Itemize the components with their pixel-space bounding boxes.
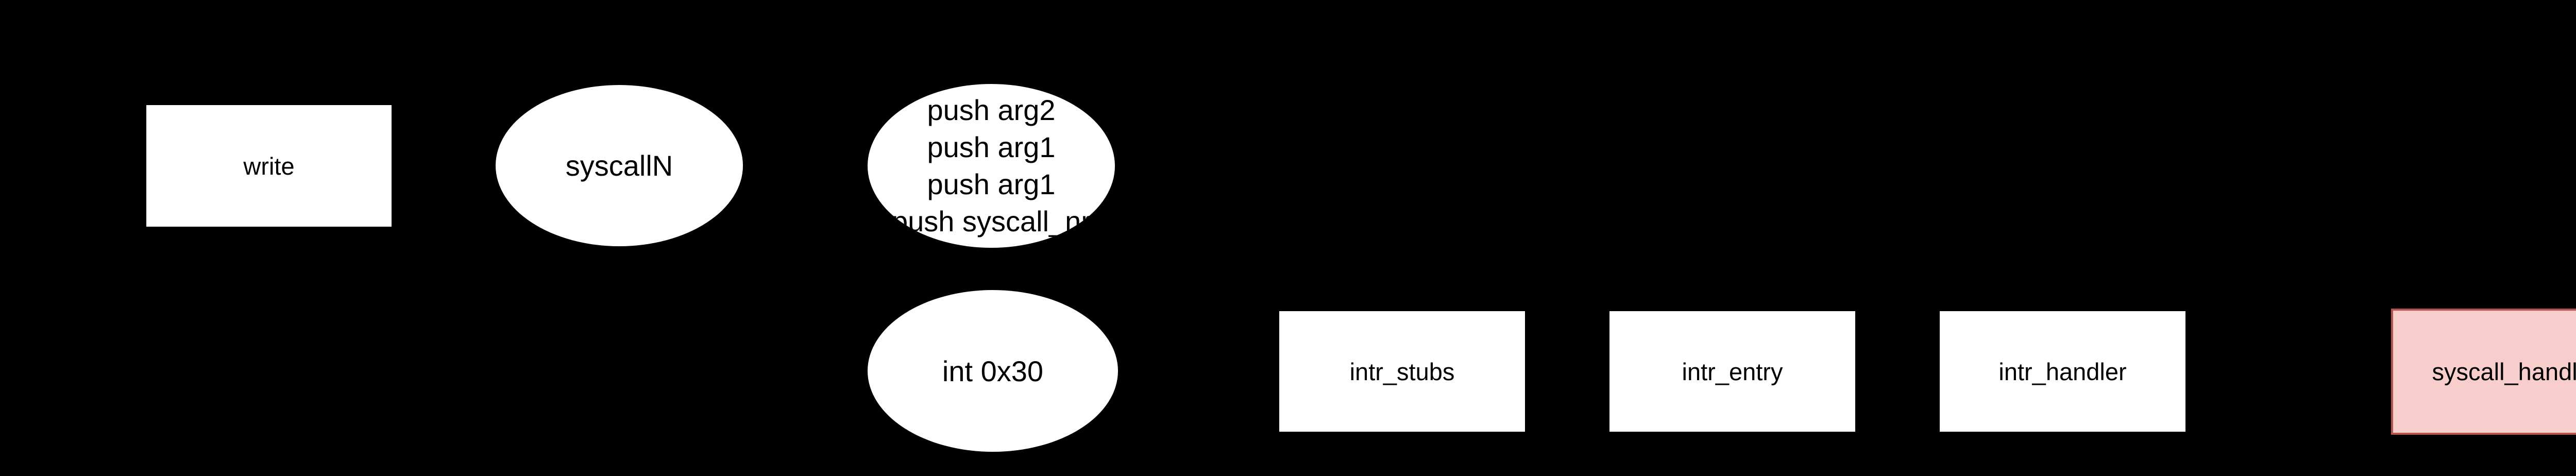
- diagram-node-intr-handler: intr_handler: [1940, 311, 2185, 432]
- node-label-write: write: [243, 152, 295, 180]
- push-args-line-2: push arg1: [927, 131, 1056, 163]
- diagram-node-push-args: push arg2 push arg1 push arg1 push sysca…: [868, 84, 1115, 248]
- diagram-node-syscall-handler: syscall_handler: [2391, 309, 2576, 435]
- diagram-node-write: write: [146, 105, 392, 227]
- push-args-lines: push arg2 push arg1 push arg1 push sysca…: [868, 84, 1115, 248]
- push-args-line-4: push syscall_nr: [892, 205, 1091, 237]
- diagram-node-intr-stubs: intr_stubs: [1279, 311, 1525, 432]
- push-args-line-3: push arg1: [927, 168, 1056, 200]
- node-label-syscall-handler: syscall_handler: [2432, 358, 2576, 385]
- node-label-intr-stubs: intr_stubs: [1349, 358, 1455, 385]
- push-args-line-1: push arg2: [927, 94, 1056, 126]
- node-label-intr-entry: intr_entry: [1682, 358, 1783, 385]
- diagram-node-intr-entry: intr_entry: [1609, 311, 1855, 432]
- node-label-int-0x30: int 0x30: [942, 354, 1044, 387]
- node-label-intr-handler: intr_handler: [1998, 358, 2127, 385]
- diagram-node-syscallN: syscallN: [496, 85, 743, 246]
- diagram-node-int-0x30: int 0x30: [868, 290, 1118, 452]
- node-label-syscallN: syscallN: [565, 149, 673, 182]
